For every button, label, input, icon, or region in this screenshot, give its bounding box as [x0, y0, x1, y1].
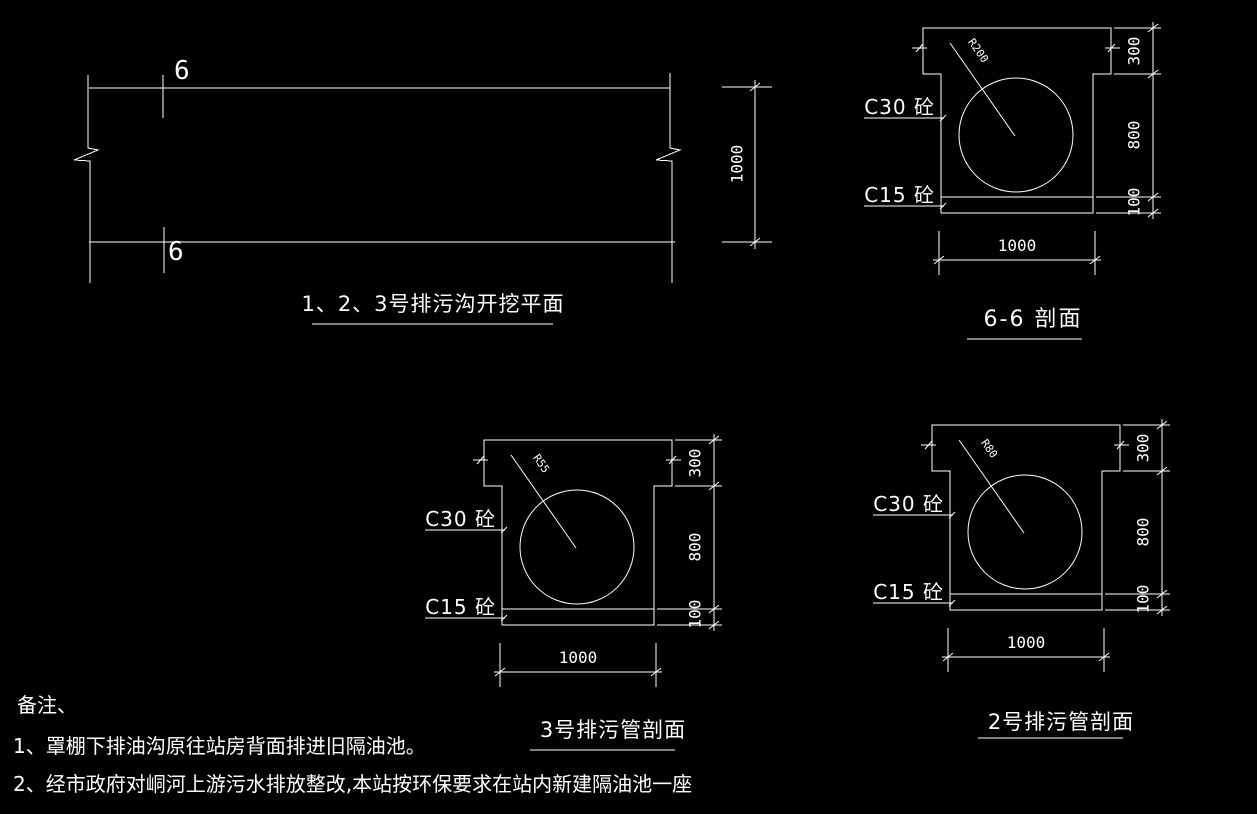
break-line-right [655, 73, 682, 283]
dim-800: 800 [1134, 518, 1153, 547]
c30-label: C30 砼 [873, 492, 944, 516]
dim-100: 100 [686, 600, 705, 629]
section-pipe-3: R55 C30 砼 C15 砼 300 800 100 1000 3号排污管剖面 [424, 433, 723, 751]
c15-label: C15 砼 [864, 183, 935, 207]
c15-label: C15 砼 [873, 580, 944, 604]
radius-label: R80 [978, 437, 1000, 461]
c30-label: C30 砼 [425, 507, 496, 531]
notes-heading: 备注、 [17, 693, 77, 717]
dim-1000: 1000 [998, 236, 1037, 255]
c15-label: C15 砼 [425, 595, 496, 619]
section-title: 6-6 剖面 [984, 307, 1083, 332]
dim-300: 300 [1134, 434, 1153, 463]
section-6-6: R200 C30 砼 C15 砼 300 800 100 1000 6-6 剖面 [863, 21, 1162, 340]
dim-1000: 1000 [559, 648, 598, 667]
notes-item-2: 2、经市政府对峒河上游污水排放整改,本站按环保要求在站内新建隔油池一座 [13, 772, 692, 796]
radius-label: R55 [530, 452, 552, 476]
break-line-left [73, 75, 100, 283]
section-title: 2号排污管剖面 [988, 710, 1134, 734]
radius-label: R200 [965, 36, 991, 65]
plan-dim-1000: 1000 [728, 145, 747, 184]
dim-800: 800 [686, 533, 705, 562]
notes-block: 备注、 1、罩棚下排油沟原往站房背面排进旧隔油池。 2、经市政府对峒河上游污水排… [13, 693, 692, 796]
dim-tick [749, 237, 761, 247]
c30-label: C30 砼 [864, 95, 935, 119]
notes-item-1: 1、罩棚下排油沟原往站房背面排进旧隔油池。 [13, 734, 426, 758]
dim-300: 300 [1125, 37, 1144, 66]
dim-800: 800 [1125, 121, 1144, 150]
plan-title: 1、2、3号排污沟开挖平面 [301, 292, 564, 316]
section-title: 3号排污管剖面 [540, 718, 686, 742]
dim-100: 100 [1125, 188, 1144, 217]
section-marker-6-top: 6 [174, 56, 190, 86]
dim-tick [749, 82, 761, 92]
dim-1000: 1000 [1007, 633, 1046, 652]
plan-view: 6 6 1000 1、2、3号排污沟开挖平面 [73, 56, 772, 325]
section-marker-6-bottom: 6 [168, 237, 184, 267]
dim-300: 300 [686, 449, 705, 478]
dim-100: 100 [1134, 585, 1153, 614]
section-pipe-2: R80 C30 砼 C15 砼 300 800 100 1000 2号排污管剖面 [872, 418, 1171, 739]
